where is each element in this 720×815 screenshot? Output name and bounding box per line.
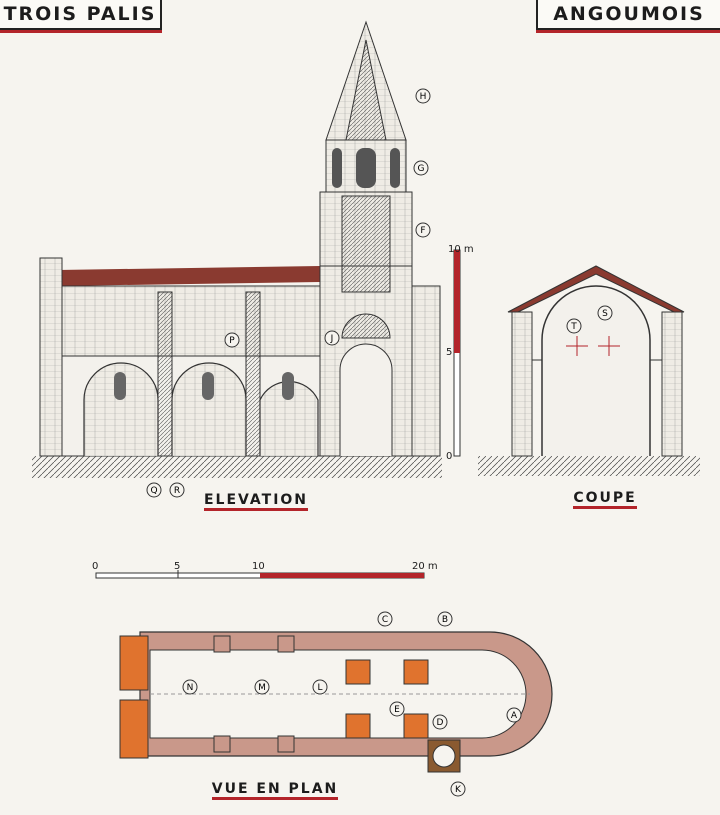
section-vault (541, 285, 651, 456)
height-scale-5: 5 (446, 347, 452, 358)
elevation-ground (32, 456, 442, 478)
title-banner-left: TROIS PALIS (0, 0, 162, 30)
marker-Q: Q (146, 482, 162, 498)
marker-C: C (377, 611, 393, 627)
svg-text:C: C (382, 615, 388, 625)
spire-core (345, 39, 387, 141)
marker-L: L (312, 679, 328, 695)
crossing-pier-sw (345, 713, 371, 739)
title-banner-right: ANGOUMOIS (536, 0, 720, 30)
svg-text:T: T (570, 322, 577, 332)
plan-label: VUE EN PLAN (200, 781, 350, 800)
plan-scale-5: 5 (174, 561, 180, 572)
svg-text:J: J (330, 334, 334, 344)
svg-text:Q: Q (150, 486, 157, 496)
elevation-drawing (32, 20, 461, 478)
section-label: COUPE (560, 490, 650, 509)
marker-P: P (224, 332, 240, 348)
plan-interior (149, 649, 527, 739)
height-scale-0: 0 (446, 451, 452, 462)
stair-well (432, 744, 456, 768)
nave-roof (58, 266, 320, 286)
svg-text:N: N (187, 683, 194, 693)
window-3 (282, 372, 294, 400)
marker-T: T (566, 318, 582, 334)
height-scale-upper (454, 250, 460, 353)
svg-text:G: G (418, 164, 425, 174)
arcade-arch-1 (83, 362, 159, 456)
crossing-dome (341, 313, 391, 339)
pilaster-1 (157, 291, 173, 457)
plan-scale-0: 0 (92, 561, 98, 572)
svg-text:A: A (511, 711, 518, 721)
svg-text:R: R (174, 486, 180, 496)
tower-drum (341, 195, 391, 293)
svg-text:P: P (229, 336, 235, 346)
marker-H: H (415, 88, 431, 104)
markers: H G F J P Q R T S C B N M L E D A K (146, 88, 613, 797)
marker-N: N (182, 679, 198, 695)
west-buttress-north (119, 635, 149, 691)
svg-text:H: H (420, 92, 427, 102)
window-1 (114, 372, 126, 400)
section-drawing (478, 265, 700, 476)
plan-scale-10: 10 (252, 561, 265, 572)
marker-F: F (415, 222, 431, 238)
svg-text:F: F (420, 226, 425, 236)
svg-text:B: B (442, 615, 448, 625)
marker-S: S (597, 305, 613, 321)
crossing-pier-ne (403, 659, 429, 685)
elevation-label: ELEVATION (196, 492, 316, 511)
place-name: TROIS PALIS (3, 3, 157, 25)
section-wall-right (661, 311, 683, 457)
apse-wall (411, 285, 441, 457)
marker-D: D (432, 714, 448, 730)
marker-M: M (254, 679, 270, 695)
west-buttress-south (119, 699, 149, 759)
belfry-opening-2 (356, 148, 376, 188)
marker-R: R (169, 482, 185, 498)
plan-scale-bar (95, 570, 425, 579)
height-scale-10m: 10 m (448, 244, 474, 255)
svg-text:L: L (317, 683, 322, 693)
svg-text:D: D (437, 718, 444, 728)
svg-text:S: S (602, 309, 608, 319)
marker-B: B (437, 611, 453, 627)
arcade-arch-2 (171, 362, 247, 456)
svg-text:M: M (258, 683, 266, 693)
plan-drawing (119, 631, 553, 773)
crossing-pier-se (403, 713, 429, 739)
belfry-opening-3 (390, 148, 400, 188)
upper-wall (61, 285, 323, 357)
window-2 (202, 372, 214, 400)
crossing-arch (339, 343, 393, 456)
pilaster-2 (245, 291, 261, 457)
svg-text:K: K (455, 785, 462, 795)
crossing-pier-nw (345, 659, 371, 685)
plan-scale-20m: 20 m (412, 561, 438, 572)
marker-K: K (450, 781, 466, 797)
section-wall-left (511, 311, 533, 457)
west-facade (39, 257, 63, 457)
region-name: ANGOUMOIS (553, 3, 705, 25)
scale-labels: 10 m 5 0 0 5 10 20 m (92, 244, 474, 572)
marker-A: A (506, 707, 522, 723)
belfry-opening-1 (332, 148, 342, 188)
marker-J: J (324, 330, 340, 346)
marker-G: G (413, 160, 429, 176)
section-ground (478, 456, 700, 476)
marker-E: E (389, 701, 405, 717)
svg-text:E: E (394, 705, 400, 715)
